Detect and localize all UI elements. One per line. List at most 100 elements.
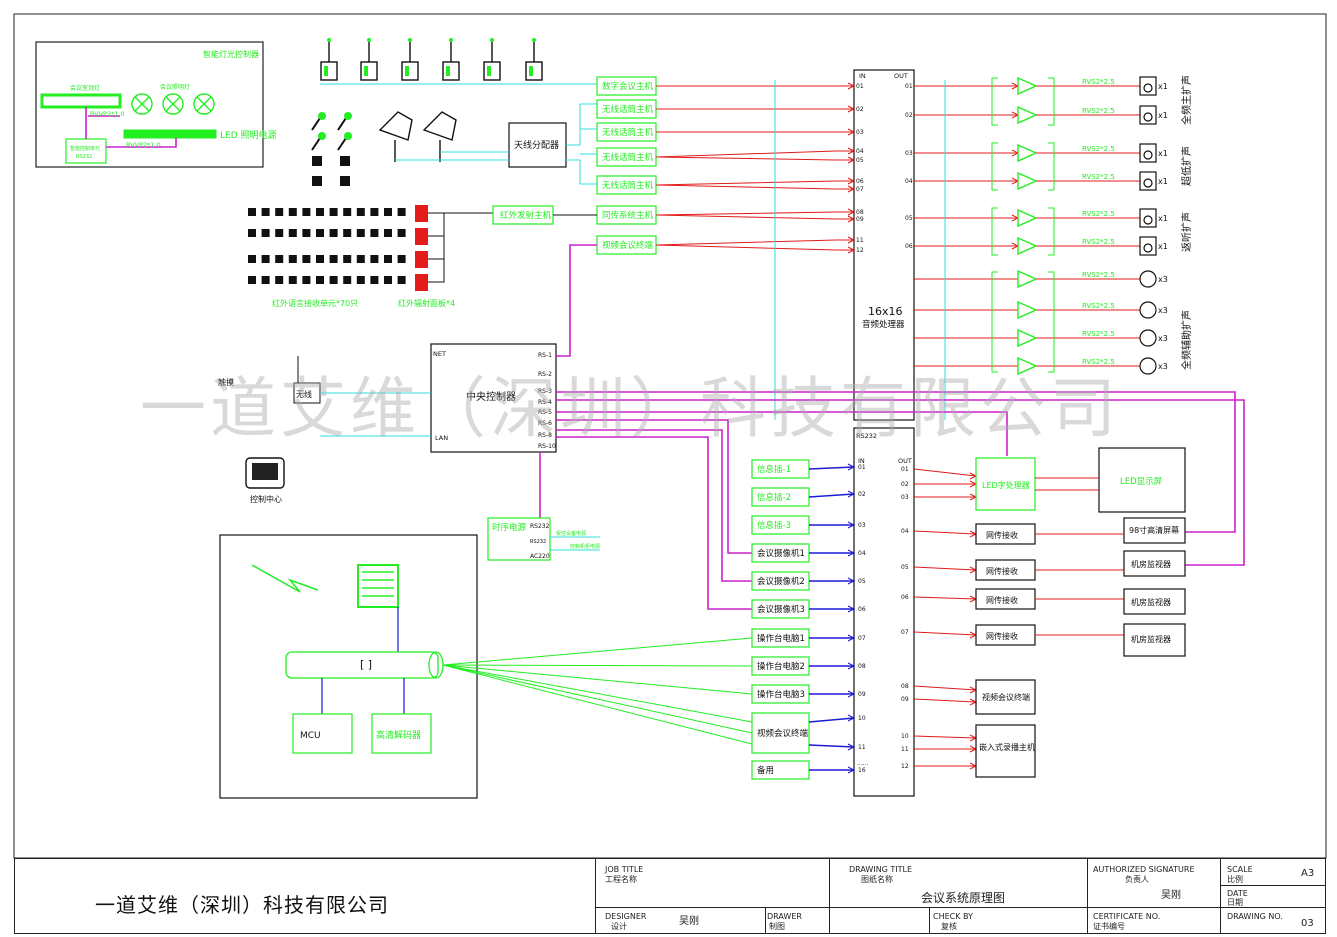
ir-receiver (248, 208, 256, 216)
ir-receiver (316, 208, 324, 216)
cable-label: RVS2*2.5 (1082, 271, 1115, 279)
mic-head (318, 112, 326, 120)
video-in-port: 01 (858, 464, 866, 471)
audio-sources: 数字会议主机无线话筒主机无线话筒主机无线话筒主机无线话筒主机同传系统主机视频会议… (596, 76, 657, 255)
video-out-port: 12 (901, 763, 909, 770)
antenna-tip (327, 38, 331, 42)
ir-receiver (302, 255, 311, 263)
led-bar-label: LED 照明电源 (220, 129, 277, 141)
drawing-title-cn: 图纸名称 (861, 875, 893, 884)
arrow-head (847, 634, 856, 642)
speaker-cone (1143, 112, 1153, 122)
audio-source-label: 视频会议终端 (602, 240, 654, 251)
rec-label: 嵌入式录播主机 (979, 742, 1035, 752)
video-in-port: 04 (858, 550, 866, 557)
audio-source-label: 无线话筒主机 (602, 152, 654, 163)
mic-head (344, 112, 352, 120)
receiver-unit (320, 61, 338, 81)
receiver-led (364, 66, 368, 76)
audio-in-line (655, 156, 854, 161)
arrow-head (847, 605, 856, 613)
ir-receiver (356, 229, 365, 237)
mic-handle (337, 137, 347, 151)
mic-handle (311, 137, 321, 151)
speaker-icon (1139, 76, 1157, 96)
video-out-line (913, 566, 977, 571)
splitter-label: 天线分配器 (514, 139, 559, 151)
audio-in-port: 02 (856, 106, 864, 113)
fan-line (442, 664, 753, 667)
amplifier-icon (1017, 105, 1038, 125)
central-port: RS-5 (538, 409, 552, 416)
video-in-line (808, 466, 855, 470)
amplifier-icon (1017, 300, 1038, 320)
audio-proc-name2: 音频处理器 (862, 319, 905, 330)
lighting-rs232: RS232 (76, 154, 92, 160)
timer-sig: RS232 (530, 539, 546, 545)
video-source-label: 信息插-3 (757, 520, 791, 531)
speaker-cone (1143, 83, 1153, 93)
audio-in-port: 09 (856, 216, 864, 223)
mic-handle (337, 117, 347, 131)
ir-receiver (356, 255, 365, 263)
ir-panels-label: 红外辐射面板*4 (398, 298, 455, 308)
audio-in-line (655, 211, 854, 216)
antenna-splitter-group: 天线分配器 (378, 111, 567, 168)
ir-host-label: 红外发射主机 (500, 210, 552, 221)
arrow-head (847, 766, 856, 774)
amplifier-icon (1017, 356, 1038, 376)
video-source-label: 信息插-1 (757, 464, 791, 475)
speaker-group-label: 全频辅助扩声 (1180, 310, 1193, 370)
lighting-title: 智能灯光控制器 (203, 49, 259, 59)
antenna-tip (367, 38, 371, 42)
video-in-port: 10 (858, 715, 866, 722)
arrow-head (847, 105, 856, 113)
receiver-led (405, 66, 409, 76)
wireless-receivers (320, 38, 543, 81)
speaker-cone (1143, 150, 1153, 160)
arrow-head (847, 521, 856, 529)
audio-in-line (655, 150, 854, 158)
scale-en: SCALE (1227, 865, 1253, 874)
central-port: RS-3 (538, 388, 552, 395)
drawing-name: 会议系统原理图 (921, 891, 1006, 905)
ir-receiver (343, 255, 352, 263)
ir-receiver (343, 276, 352, 284)
amplifier-icon (1017, 143, 1038, 163)
video-matrix: RS232 IN OUT ...... (853, 427, 915, 797)
speaker-icon (1139, 208, 1157, 228)
central-port: RS-6 (538, 420, 552, 427)
led-screen-label: LED显示屏 (1120, 477, 1163, 487)
ir-receiver (343, 229, 352, 237)
ir-receiver (248, 276, 256, 284)
audio-out-port: 01 (905, 83, 913, 90)
arrow-head (847, 463, 856, 471)
speaker-group-label: 全频主扩声 (1180, 75, 1193, 125)
title-block: 一道艾维（深圳）科技有限公司 JOB TITLE 工程名称 DRAWING TI… (14, 858, 1326, 934)
ir-receiver (288, 255, 297, 263)
ir-receiver (261, 208, 270, 216)
speaker-qty: x1 (1158, 82, 1168, 91)
arrow-head (847, 690, 856, 698)
antenna-tip (408, 38, 412, 42)
vm-out: OUT (898, 457, 912, 465)
video-source-label: 操作台电脑2 (757, 661, 805, 672)
audio-out-port: 05 (905, 215, 913, 222)
ir-receiver (397, 229, 406, 237)
audio-in-port: 11 (856, 237, 864, 244)
audio-source-label: 无线话筒主机 (602, 127, 654, 138)
video-source-label: 会议摄像机1 (757, 548, 805, 559)
vc-out-label: 视频会议终端 (982, 692, 1030, 702)
audio-in-port: 05 (856, 157, 864, 164)
video-source-label: 备用 (757, 765, 774, 776)
speaker-qty: x1 (1158, 177, 1168, 186)
ceiling-speaker-icon (1139, 329, 1157, 347)
auth-en: AUTHORIZED SIGNATURE (1093, 865, 1195, 874)
audio-in-port: 03 (856, 129, 864, 136)
receiver-led (529, 66, 533, 76)
ir-receiver (397, 276, 406, 284)
speaker-qty: x3 (1158, 334, 1168, 343)
